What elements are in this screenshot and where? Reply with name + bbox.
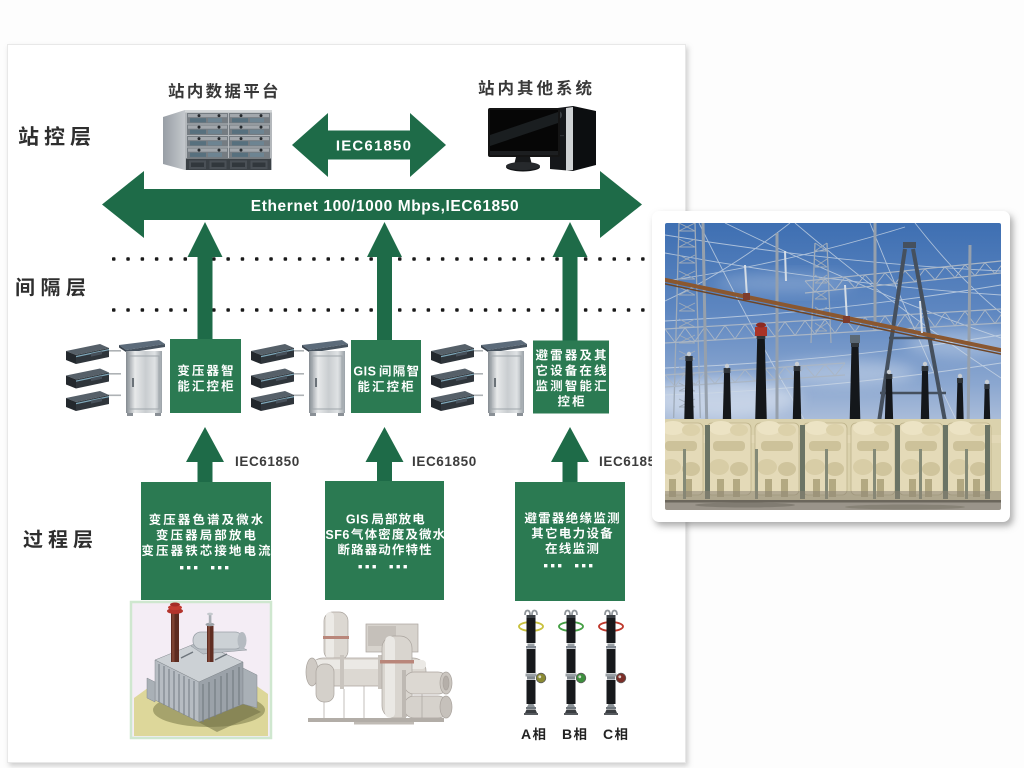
svg-text:IEC61850: IEC61850 bbox=[336, 138, 412, 155]
svg-text:IEC61850: IEC61850 bbox=[235, 454, 300, 469]
svg-text:B: B bbox=[562, 726, 572, 742]
svg-text:IEC61850: IEC61850 bbox=[412, 454, 477, 469]
svg-text:GIS: GIS bbox=[353, 365, 376, 379]
svg-text:SF6: SF6 bbox=[325, 528, 349, 542]
svg-text:Ethernet 100/1000 Mbps,IEC6185: Ethernet 100/1000 Mbps,IEC61850 bbox=[251, 198, 519, 215]
svg-text:IEC61850: IEC61850 bbox=[599, 454, 664, 469]
svg-text:GIS: GIS bbox=[346, 513, 369, 527]
svg-text:C: C bbox=[603, 726, 613, 742]
svg-text:A: A bbox=[521, 726, 531, 742]
